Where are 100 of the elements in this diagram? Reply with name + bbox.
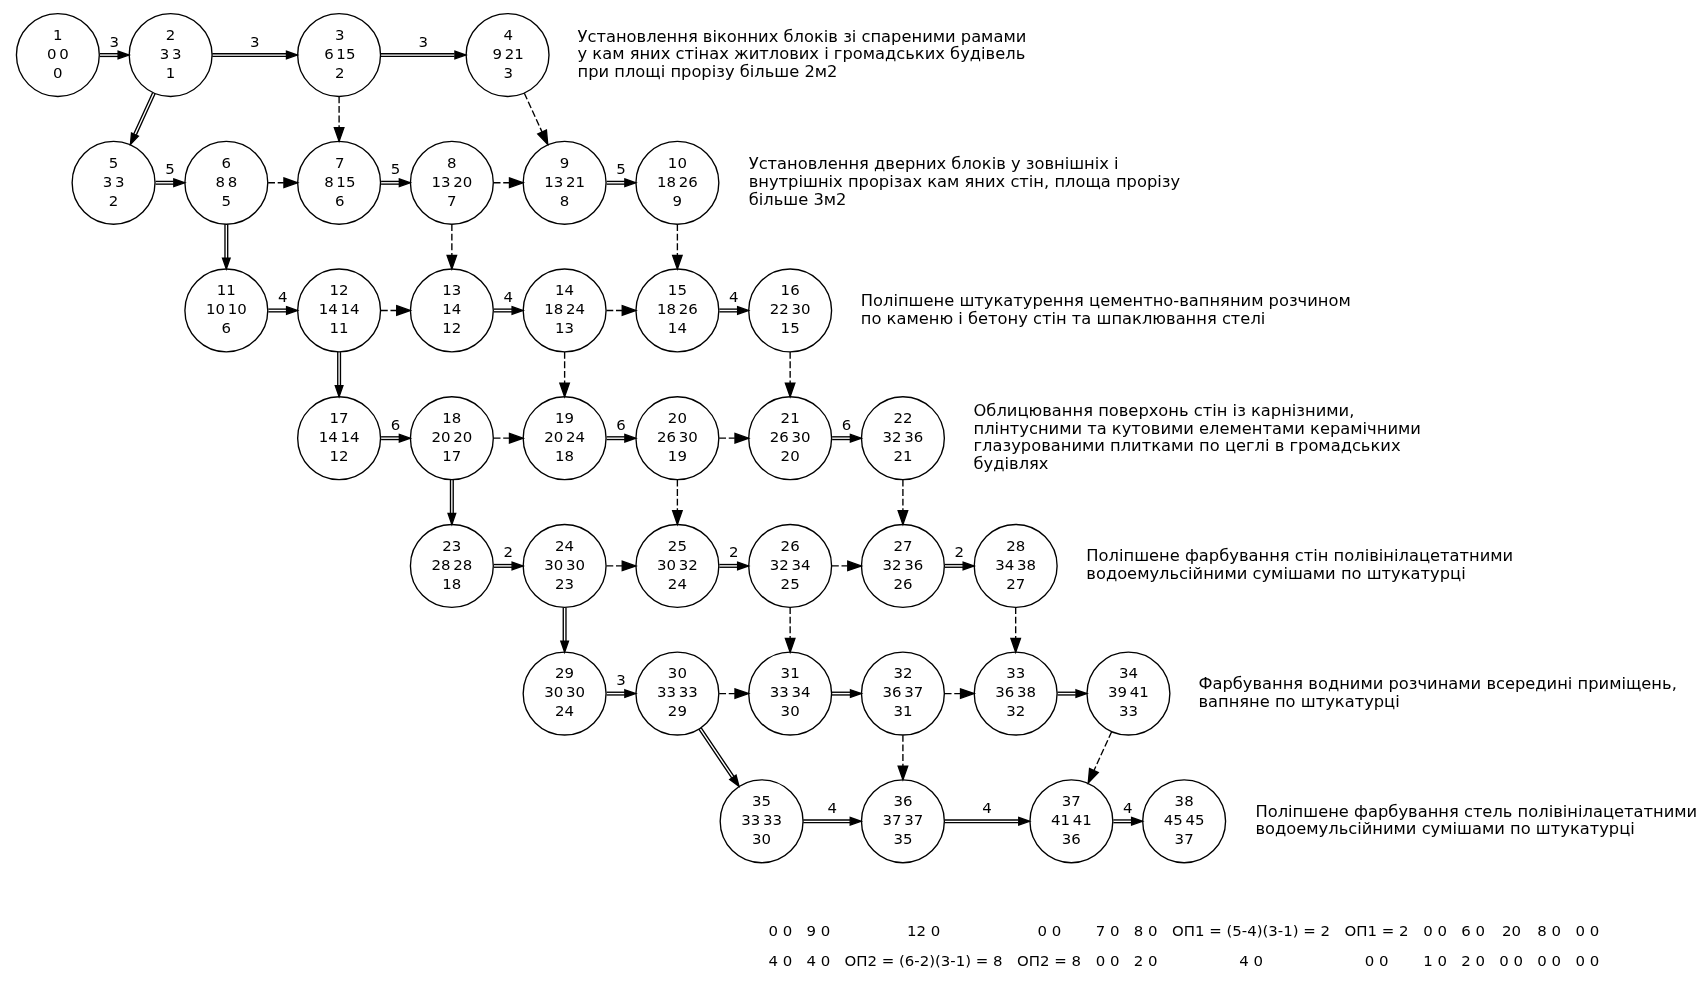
node-circle: 18 20 20 17 xyxy=(409,396,494,481)
label: 2 0 xyxy=(1461,951,1486,970)
arrow xyxy=(129,92,156,147)
edge-label: 2 xyxy=(954,543,965,562)
node-circle: 24 30 30 23 xyxy=(522,523,607,608)
label: 0 0 xyxy=(768,921,793,940)
arrow xyxy=(718,305,751,316)
edge-label: 4 xyxy=(827,798,838,817)
label: 6 0 xyxy=(1461,921,1486,940)
node-circle: 16 22 30 15 xyxy=(748,268,833,353)
node-circle: 4 9 21 3 xyxy=(465,12,550,98)
arrow xyxy=(784,351,796,399)
edge-label: 5 xyxy=(390,160,401,179)
label: 0 0 xyxy=(1499,951,1524,970)
arrow xyxy=(334,351,344,399)
label: 0 0 xyxy=(1537,951,1562,970)
edge-label: 4 xyxy=(277,288,288,307)
node-circle: 17 14 14 12 xyxy=(297,396,382,481)
node-circle: 35 33 33 30 xyxy=(719,779,804,864)
arrow xyxy=(380,178,413,188)
label: 1 0 xyxy=(1423,951,1448,970)
arrow xyxy=(718,561,751,571)
arrow xyxy=(380,50,468,60)
label: 8 0 xyxy=(1133,921,1158,940)
edge-label: 3 xyxy=(616,671,626,690)
edge-label: 3 xyxy=(418,32,429,51)
arrow xyxy=(493,432,526,444)
node-circle: 33 36 38 32 xyxy=(973,651,1058,736)
arrow xyxy=(897,734,909,782)
edge-label: 4 xyxy=(729,288,739,307)
arrow xyxy=(897,479,909,527)
arrow xyxy=(605,688,638,699)
node-circle: 1 0 0 0 xyxy=(15,12,100,98)
arrow xyxy=(221,223,232,271)
edge-label: 6 xyxy=(841,415,852,434)
node-label: Фарбування водними розчинами всередині приміщень, вапняне по штукатурці xyxy=(1198,673,1677,711)
node-circle: 21 26 30 20 xyxy=(748,396,833,481)
edge-label: 3 xyxy=(250,32,260,51)
arrow xyxy=(605,304,638,317)
edge-label: 4 xyxy=(982,798,992,817)
node-circle: 23 28 28 18 xyxy=(409,523,494,608)
label: ОП2 = (6-2)(3-1) = 8 xyxy=(844,951,1003,970)
arrow xyxy=(267,305,300,316)
node-circle: 34 39 41 33 xyxy=(1086,651,1171,736)
label: 0 0 xyxy=(1423,921,1448,940)
node-label: Поліпшене фарбування стін полівінілацетатними водоемульсійними сумішами по штукатурці xyxy=(1086,546,1514,583)
arrow xyxy=(558,351,571,399)
label: 0 0 xyxy=(1364,951,1389,970)
node-label: Поліпшене фарбування стель полівінілацетатними водоемульсійними сумішами по штукатурці xyxy=(1255,801,1698,839)
node-circle: 12 14 14 11 xyxy=(297,268,382,353)
label: 0 0 xyxy=(1575,921,1600,940)
arrow xyxy=(493,561,526,571)
label: 4 0 xyxy=(806,951,831,970)
node-circle: 30 33 33 29 xyxy=(635,651,720,736)
label: 4 0 xyxy=(768,951,793,970)
edge-label: 6 xyxy=(390,415,401,434)
arrow xyxy=(944,561,977,571)
arrow xyxy=(605,560,638,572)
node-circle: 15 18 26 14 xyxy=(635,268,720,353)
node-circle: 14 18 24 13 xyxy=(522,268,607,353)
arrow xyxy=(1112,816,1145,827)
arrow xyxy=(831,688,864,699)
node-circle: 7 8 15 6 xyxy=(297,140,382,225)
node-label: Облицювання поверхонь стін із карнізними, плінтусними та кутовими елементами керамічними глазурованими плитками по цеглі в громадських будівлях xyxy=(973,400,1421,473)
node-circle: 36 37 37 35 xyxy=(860,779,946,864)
node-circle: 27 32 36 26 xyxy=(860,523,946,608)
arrow xyxy=(718,432,751,444)
arrow xyxy=(698,727,741,789)
arrow xyxy=(380,433,413,443)
arrow xyxy=(831,433,864,443)
arrow xyxy=(559,606,570,655)
node-circle: 6 8 8 5 xyxy=(184,140,269,225)
node-label: Установлення дверних блоків у зовнішніх і внутрішніх прорізах кам яних стін, площа прорізу більше 3м2 xyxy=(748,154,1181,209)
node-circle: 8 13 20 7 xyxy=(409,140,494,225)
edge-label: 2 xyxy=(729,543,739,562)
node-circle: 38 45 45 37 xyxy=(1142,779,1227,864)
arrow xyxy=(605,433,638,443)
arrow xyxy=(831,560,864,572)
label: ОП2 = 8 xyxy=(1017,951,1082,970)
arrow xyxy=(99,50,132,60)
node-circle: 5 3 3 2 xyxy=(71,140,156,225)
edge-label: 4 xyxy=(1123,798,1133,817)
edge-label: 4 xyxy=(503,288,513,307)
label: 9 0 xyxy=(806,921,831,940)
node-label: Установлення віконних блоків зі спареними рамами у кам яних стінах житлових і громадських будівель при площі прорізу більше 2м2 xyxy=(577,26,1027,81)
node-circle: 37 41 41 36 xyxy=(1029,779,1114,864)
arrow xyxy=(671,479,684,527)
arrow xyxy=(523,92,549,147)
edge-label: 5 xyxy=(165,160,175,179)
node-circle: 9 13 21 8 xyxy=(522,140,607,225)
arrow xyxy=(333,95,345,144)
node-circle: 25 30 32 24 xyxy=(635,523,720,608)
node-circle: 13 14 12 xyxy=(409,268,494,353)
node-label: Поліпшене штукатурення цементно-вапняним розчином по каменю і бетону стін та шпаклювання стелі xyxy=(860,290,1351,328)
node-circle: 2 3 3 1 xyxy=(128,12,213,98)
arrow xyxy=(1087,731,1113,785)
arrow xyxy=(493,305,526,316)
node-circle: 10 18 26 9 xyxy=(635,140,720,225)
node-circle: 22 32 36 21 xyxy=(860,396,946,481)
arrow xyxy=(944,687,977,700)
